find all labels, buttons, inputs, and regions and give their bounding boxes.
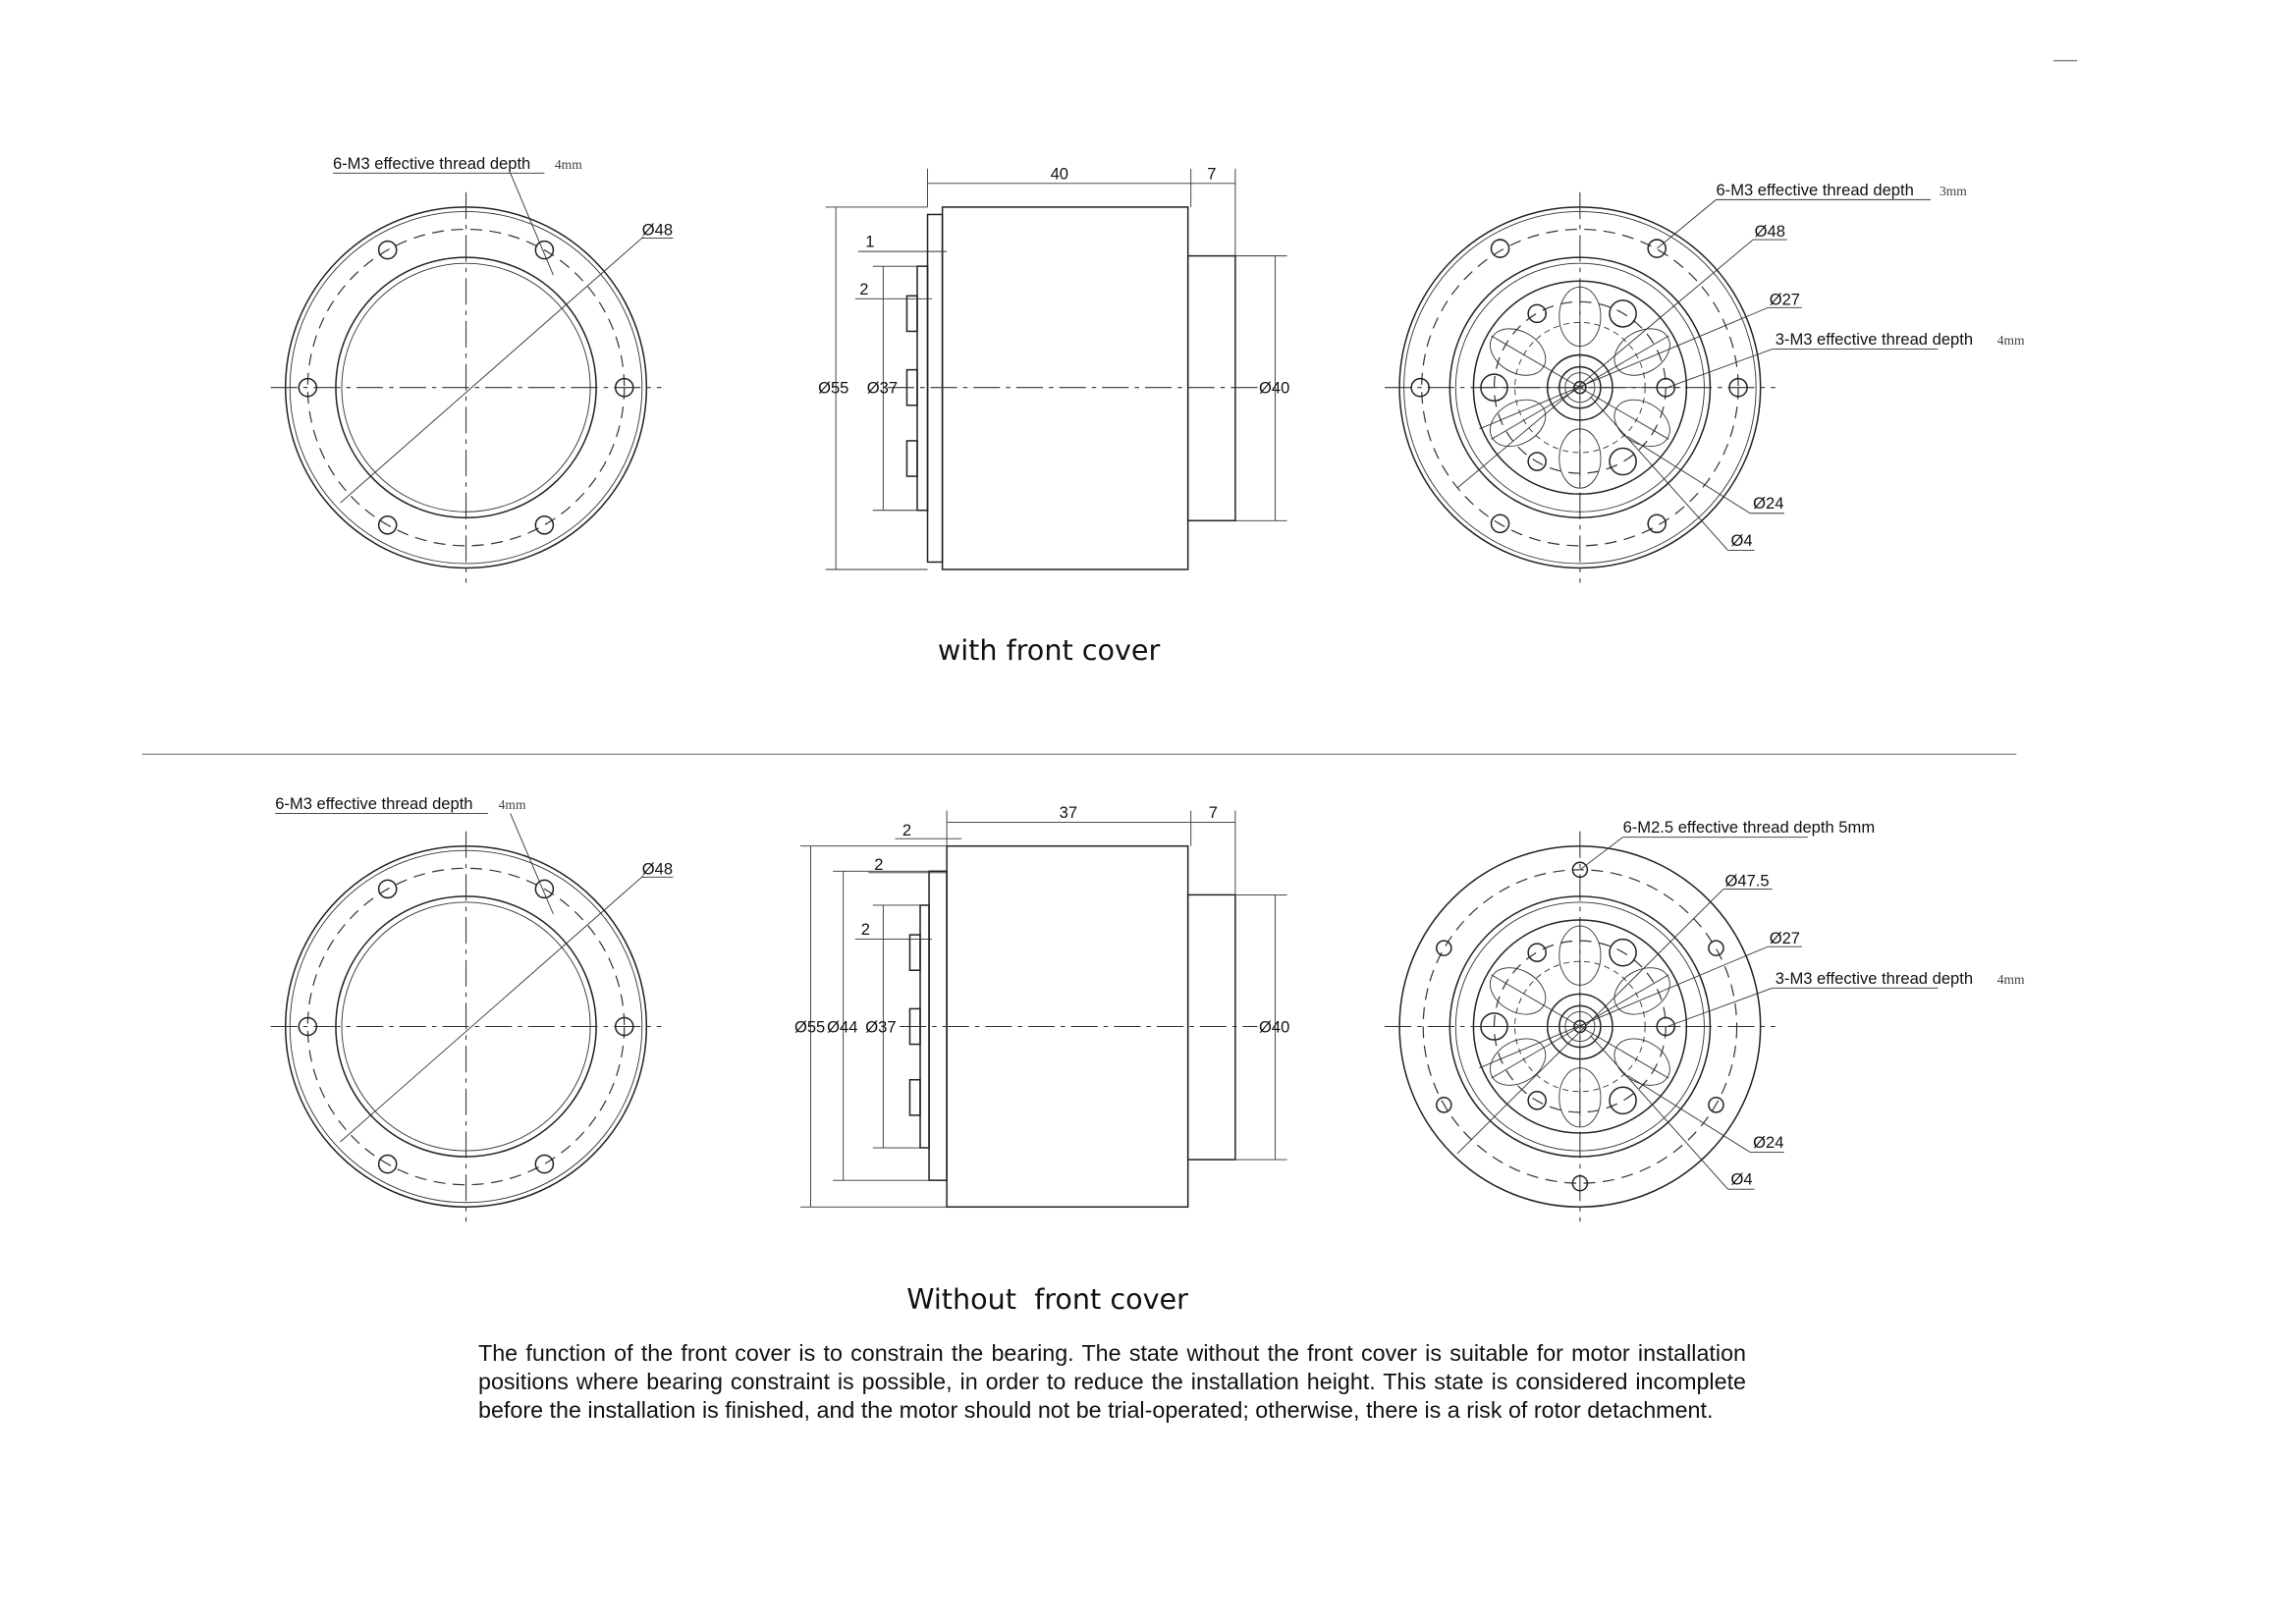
- thread-unit: 4mm: [499, 797, 526, 812]
- top-side-view: 40 7 1 2 Ø55 Ø37 Ø40: [818, 164, 1289, 570]
- thread-label: 6-M2.5 effective thread depth 5mm: [1623, 818, 1876, 837]
- thread-label: 6-M3 effective thread depth: [1716, 181, 1913, 199]
- dia-mid: Ø44: [827, 1018, 857, 1037]
- thread2-label: 3-M3 effective thread depth: [1776, 330, 1973, 349]
- dia-shaft: Ø40: [1259, 379, 1289, 398]
- dia-4: Ø4: [1731, 1170, 1753, 1189]
- dia-27: Ø27: [1770, 929, 1800, 947]
- dia-24: Ø24: [1753, 494, 1783, 513]
- thread-label: 6-M3 effective thread depth: [333, 154, 530, 173]
- bottom-front-view: 6-M3 effective thread depth 4mm Ø48: [269, 794, 674, 1223]
- step-2: 2: [874, 855, 883, 874]
- bottom-rear-view: 6-M2.5 effective thread depth 5mm Ø47.5 …: [1385, 818, 2025, 1222]
- front-cover-note: The function of the front cover is to co…: [478, 1340, 1746, 1423]
- dia-outer: Ø55: [818, 379, 848, 398]
- caption-with-cover: with front cover: [938, 633, 1161, 667]
- thread2-unit: 4mm: [1997, 333, 2025, 348]
- bottom-side-view: 37 7 2 2 2 Ø55 Ø44 Ø37 Ø40: [794, 803, 1289, 1209]
- dia-label: Ø48: [642, 859, 673, 878]
- dia-27: Ø27: [1770, 290, 1800, 308]
- thread2-label: 3-M3 effective thread depth: [1776, 969, 1973, 988]
- dia-4: Ø4: [1731, 531, 1753, 550]
- thread-unit: 3mm: [1940, 184, 1967, 198]
- dia-shaft: Ø40: [1259, 1018, 1289, 1037]
- dia-inner: Ø37: [867, 379, 898, 398]
- dia-47-5: Ø47.5: [1725, 871, 1770, 890]
- thread-label: 6-M3 effective thread depth: [275, 794, 472, 813]
- dia-inner: Ø37: [865, 1018, 896, 1037]
- length-main: 40: [1051, 164, 1068, 183]
- thread-unit: 4mm: [555, 157, 582, 172]
- step-3: 2: [861, 920, 870, 939]
- thread2-unit: 4mm: [1997, 972, 2025, 987]
- caption-without-cover: Without front cover: [906, 1282, 1188, 1316]
- step-1: 2: [902, 821, 911, 839]
- dia-label: Ø48: [642, 221, 673, 240]
- length-shaft: 7: [1209, 803, 1218, 822]
- step-2: 2: [859, 280, 868, 298]
- dia-outer: Ø55: [794, 1018, 825, 1037]
- length-shaft: 7: [1207, 164, 1216, 183]
- dia-24: Ø24: [1753, 1133, 1783, 1152]
- length-main: 37: [1060, 803, 1077, 822]
- top-front-view: 6-M3 effective thread depth 4mm Ø48: [269, 154, 674, 584]
- dia-48: Ø48: [1755, 222, 1785, 241]
- top-rear-view: 6-M3 effective thread depth 3mm Ø48 Ø27 …: [1385, 181, 2025, 583]
- step-1: 1: [865, 233, 874, 251]
